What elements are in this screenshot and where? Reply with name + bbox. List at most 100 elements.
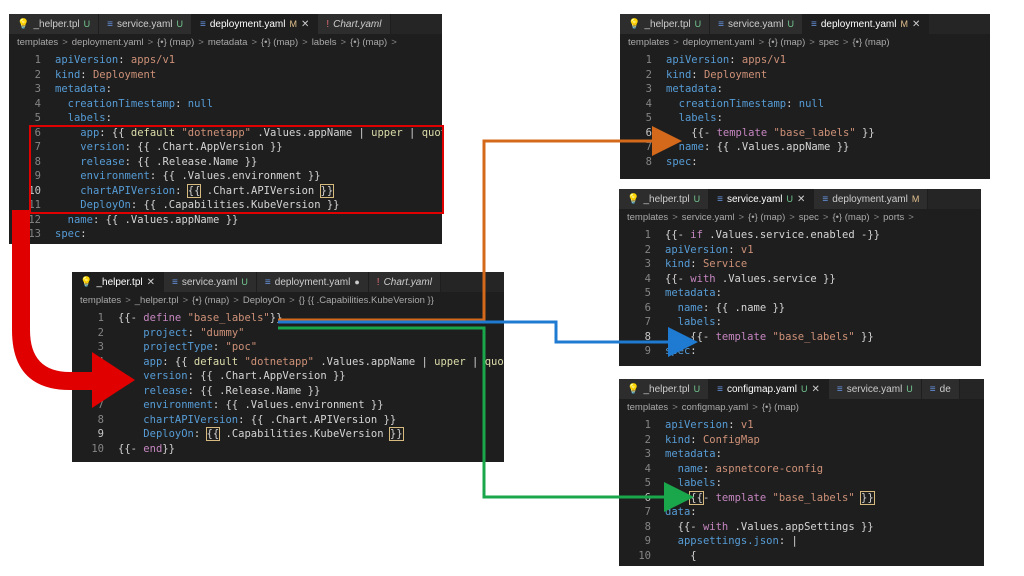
code-text: DeployOn: {{ .Capabilities.KubeVersion }…	[118, 427, 404, 442]
code-text: environment: {{ .Values.environment }}	[55, 169, 320, 184]
code-token: metadata	[665, 287, 716, 299]
breadcrumb-item[interactable]: {} {{ .Capabilities.KubeVersion }}	[298, 295, 434, 306]
breadcrumb-item[interactable]: {•} (map)	[157, 37, 195, 48]
code-token: : {{	[99, 126, 131, 139]
breadcrumb-item[interactable]: DeployOn	[242, 295, 286, 306]
close-icon[interactable]: ✕	[300, 18, 310, 30]
code-text: kind: Deployment	[666, 68, 767, 83]
code-token: upper	[371, 126, 403, 139]
breadcrumb-item[interactable]: templates	[627, 212, 669, 223]
breadcrumb-item[interactable]: configmap.yaml	[681, 402, 749, 413]
editor-tab[interactable]: 💡_helper.tpl✕	[72, 272, 164, 292]
breadcrumb-item[interactable]: service.yaml	[681, 212, 735, 223]
tab-label: Chart.yaml	[383, 276, 432, 288]
editor-tab[interactable]: ≡deployment.yaml●	[256, 272, 369, 292]
breadcrumb-item[interactable]: {•} (map)	[261, 37, 299, 48]
breadcrumb-item[interactable]: {•} (map)	[192, 295, 230, 306]
editor-tab[interactable]: !Chart.yaml	[368, 272, 441, 292]
close-icon[interactable]: ✕	[811, 383, 820, 395]
code-token: {{-	[665, 272, 691, 285]
breadcrumb-separator: >	[391, 37, 397, 48]
line-number: 7	[644, 316, 651, 328]
line-number: 3	[644, 258, 651, 270]
code-token: metadata	[55, 83, 106, 95]
code-token: apps/v1	[130, 54, 176, 66]
breadcrumb-item[interactable]: templates	[627, 402, 669, 413]
editor-tab[interactable]: !Chart.yaml	[318, 14, 391, 34]
line-number: 3	[97, 341, 104, 353]
breadcrumb-item[interactable]: {•} (map)	[852, 37, 890, 48]
code-token: project	[143, 326, 188, 339]
tab-label: service.yaml	[846, 383, 903, 395]
breadcrumb-item[interactable]: metadata	[207, 37, 248, 48]
code-token: default	[193, 355, 239, 368]
breadcrumb-item[interactable]: templates	[628, 37, 670, 48]
breadcrumb-item[interactable]: {•} (map)	[748, 212, 786, 223]
line-number: 10	[28, 184, 41, 197]
code-token: null	[798, 97, 825, 110]
breadcrumb-item[interactable]: templates	[17, 37, 59, 48]
breadcrumb-item[interactable]: spec	[818, 37, 839, 48]
code-token: : {{ .Chart.AppVersion }}	[187, 370, 346, 382]
breadcrumb-item[interactable]: {•} (map)	[768, 37, 806, 48]
yaml-file-icon: ≡	[172, 276, 178, 288]
code-text: metadata:	[665, 447, 722, 462]
close-icon[interactable]: ✕	[146, 276, 155, 288]
breadcrumb-separator: >	[673, 37, 679, 48]
code-token: :	[728, 419, 741, 431]
breadcrumb-item[interactable]: {•} (map)	[350, 37, 388, 48]
code-text: {{- with .Values.appSettings }}	[665, 520, 874, 535]
code-area[interactable]: 1{{- define "base_labels"}}2 project: "d…	[72, 309, 504, 456]
breadcrumb-item[interactable]: {•} (map)	[832, 212, 870, 223]
code-token: {{-	[118, 312, 144, 324]
code-text: release: {{ .Release.Name }}	[55, 155, 257, 170]
breadcrumb-item[interactable]: ports	[883, 212, 905, 223]
code-line: 4 name: aspnetcore-config	[619, 462, 984, 477]
line-number: 14	[9, 242, 55, 245]
breadcrumb-item[interactable]: templates	[80, 295, 122, 306]
code-token: .Capabilities.KubeVersion	[219, 428, 390, 440]
code-token: release	[143, 384, 188, 397]
breadcrumb-item[interactable]: labels	[311, 37, 337, 48]
code-token: labels	[678, 112, 717, 124]
lightbulb-icon: 💡	[17, 18, 30, 30]
close-icon[interactable]: ✕	[911, 18, 921, 30]
code-token: Service	[702, 258, 748, 270]
line-number: 4	[644, 462, 651, 475]
code-token: kind	[665, 433, 691, 446]
breadcrumb-item[interactable]: spec	[798, 212, 819, 223]
close-icon[interactable]: ✕	[797, 193, 806, 205]
code-text: apiVersion: v1	[665, 418, 754, 433]
code-token: : {{ .Chart.APIVersion }}	[238, 413, 397, 426]
breadcrumb-item[interactable]: deployment.yaml	[682, 37, 755, 48]
code-line: 1{{- if .Values.service.enabled -}}	[619, 228, 981, 243]
breadcrumb-item[interactable]: {•} (map)	[761, 402, 799, 413]
breadcrumb-item[interactable]: _helper.tpl	[134, 295, 179, 306]
editor-tab[interactable]: ≡de	[921, 379, 960, 399]
code-token: :	[716, 83, 723, 95]
code-token: "base_labels"	[772, 330, 855, 343]
line-number: 7	[645, 141, 652, 153]
breadcrumb-item[interactable]: deployment.yaml	[71, 37, 144, 48]
code-token: spec	[55, 228, 81, 240]
code-token: "poc"	[225, 341, 258, 353]
